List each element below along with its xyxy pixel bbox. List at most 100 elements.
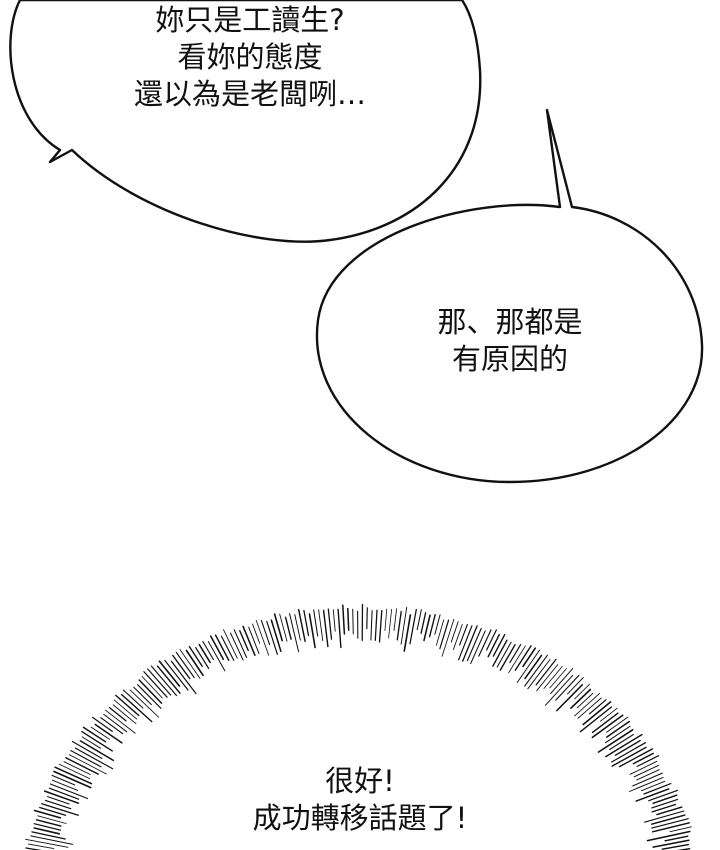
burst-stroke <box>25 847 43 850</box>
burst-stroke <box>43 790 80 804</box>
burst-stroke <box>550 668 574 695</box>
burst-stroke <box>652 794 678 805</box>
burst-stroke <box>543 666 563 689</box>
burst-stroke <box>470 630 486 664</box>
burst-stroke <box>643 782 672 795</box>
burst-stroke <box>669 826 692 833</box>
burst-stroke <box>496 641 512 668</box>
burst-stroke <box>574 692 601 717</box>
burst-stroke <box>327 608 333 640</box>
burst-bubble-bottom <box>25 603 692 850</box>
burst-stroke <box>651 822 690 833</box>
burst-stroke <box>25 838 69 848</box>
burst-stroke <box>423 614 431 642</box>
burst-stroke <box>632 752 654 765</box>
burst-stroke <box>303 609 310 637</box>
burst-stroke <box>591 712 619 734</box>
burst-stroke <box>567 677 584 695</box>
burst-stroke <box>122 689 144 709</box>
burst-stroke <box>58 763 91 780</box>
bubble-text-bottom: 很好! 成功轉移話題了! <box>190 763 530 837</box>
burst-stroke <box>544 674 574 706</box>
bubble-line: 還以為是老闆咧… <box>133 77 366 111</box>
burst-stroke <box>44 799 72 810</box>
burst-stroke <box>487 633 501 658</box>
burst-stroke <box>661 843 690 850</box>
burst-stroke <box>175 651 195 679</box>
burst-stroke <box>570 688 592 710</box>
burst-stroke <box>68 754 107 775</box>
burst-stroke <box>605 720 631 738</box>
burst-stroke <box>252 623 261 644</box>
bubble-line: 看妳的態度 <box>177 40 323 74</box>
burst-stroke <box>94 723 123 744</box>
burst-stroke <box>576 692 594 709</box>
burst-stroke <box>409 608 417 645</box>
burst-stroke <box>434 614 441 635</box>
burst-stroke <box>605 733 643 758</box>
speech-bubble-top <box>9 0 482 243</box>
burst-stroke <box>81 736 102 749</box>
burst-stroke <box>202 640 214 661</box>
burst-stroke <box>450 621 459 643</box>
burst-stroke <box>33 809 62 819</box>
bubble-text-top: 妳只是工讀生? 看妳的態度 還以為是老闆咧… <box>80 2 420 113</box>
burst-stroke <box>536 664 559 692</box>
burst-stroke <box>297 608 306 643</box>
burst-stroke <box>105 709 136 734</box>
burst-stroke <box>635 788 670 802</box>
burst-stroke <box>374 609 378 641</box>
burst-stroke <box>100 717 124 735</box>
burst-stroke <box>579 706 613 733</box>
burst-stroke <box>549 668 567 689</box>
burst-stroke <box>65 757 99 775</box>
burst-stroke <box>514 645 532 671</box>
burst-stroke <box>614 739 641 756</box>
burst-stroke <box>656 806 683 816</box>
burst-stroke <box>27 843 55 850</box>
burst-stroke <box>35 819 62 827</box>
burst-stroke <box>609 733 634 751</box>
burst-stroke <box>170 660 197 695</box>
burst-stroke <box>322 609 329 648</box>
burst-stroke <box>466 627 482 662</box>
burst-stroke <box>289 613 300 653</box>
burst-stroke <box>588 699 607 715</box>
burst-stroke <box>582 701 612 726</box>
burst-stroke <box>599 707 618 722</box>
burst-stroke <box>260 619 271 646</box>
burst-stroke <box>508 645 526 674</box>
burst-stroke <box>220 635 235 661</box>
burst-stroke <box>30 835 74 845</box>
burst-stroke <box>185 649 204 677</box>
burst-stroke <box>632 772 663 787</box>
burst-stroke <box>37 815 67 824</box>
bubble-line: 那、那都是 <box>437 305 583 339</box>
burst-stroke <box>435 619 445 646</box>
burst-stroke <box>574 683 591 700</box>
burst-stroke <box>103 713 128 733</box>
burst-stroke <box>223 629 238 659</box>
burst-stroke <box>347 607 350 631</box>
burst-stroke <box>318 609 324 642</box>
burst-stroke <box>524 654 543 680</box>
burst-stroke <box>577 697 602 719</box>
burst-stroke <box>651 818 689 829</box>
bubble-line: 很好! <box>325 764 395 798</box>
burst-stroke <box>535 658 557 686</box>
burst-stroke <box>478 629 492 657</box>
burst-stroke <box>270 619 282 653</box>
burst-stroke <box>597 729 634 753</box>
burst-stroke <box>49 783 89 800</box>
burst-stroke <box>416 609 422 631</box>
burst-stroke <box>509 643 522 664</box>
burst-stroke <box>370 610 373 641</box>
burst-stroke <box>606 716 629 733</box>
burst-stroke <box>33 827 61 835</box>
burst-stroke <box>400 606 408 645</box>
burst-stroke <box>179 649 201 679</box>
burst-stroke <box>378 610 383 643</box>
burst-stroke <box>230 632 244 661</box>
burst-stroke <box>499 644 516 671</box>
burst-stroke <box>641 780 666 792</box>
